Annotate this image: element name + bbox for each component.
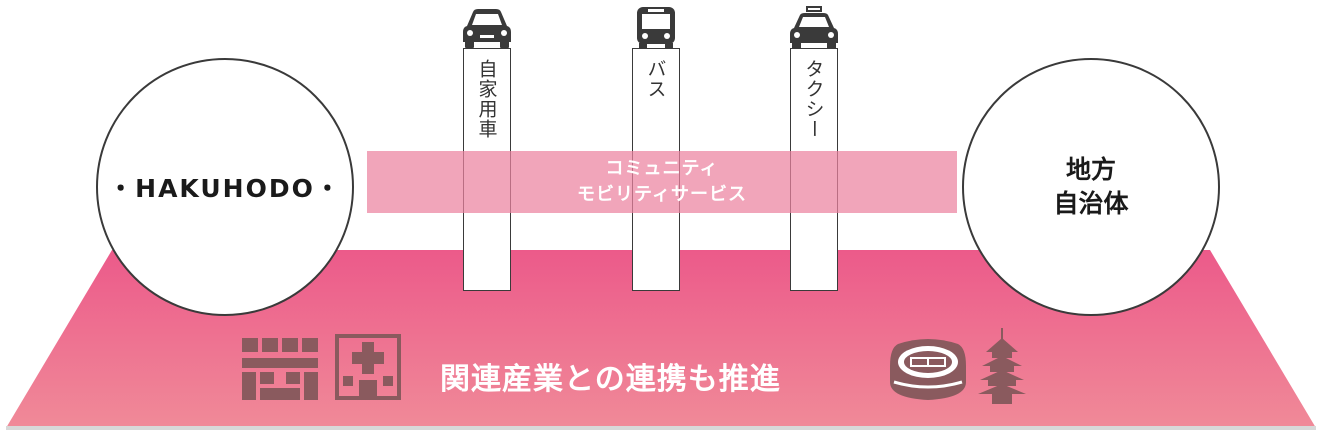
local-government-circle: 地方 自治体 bbox=[962, 58, 1220, 316]
local-government-label: 地方 自治体 bbox=[1053, 155, 1129, 218]
hospital-icon bbox=[335, 334, 401, 400]
hakuhodo-logo: ・HAKUHODO・ bbox=[108, 174, 342, 203]
pillar-label-bus: バス bbox=[644, 59, 667, 99]
pillar-label-private-car: 自家用車 bbox=[475, 59, 498, 139]
band-line-2: モビリティサービス bbox=[577, 184, 747, 205]
pillar-label-taxi: タクシー bbox=[802, 59, 825, 139]
hakuhodo-circle: ・HAKUHODO・ bbox=[96, 58, 354, 316]
community-mobility-band: コミュニティ モビリティサービス bbox=[367, 151, 957, 213]
taxi-icon bbox=[790, 6, 838, 49]
band-line-1: コミュニティ bbox=[605, 158, 719, 179]
factory-icon bbox=[242, 338, 318, 400]
industry-collaboration-text: 関連産業との連携も推進 bbox=[440, 362, 781, 397]
pagoda-icon bbox=[978, 328, 1026, 404]
car-icon bbox=[463, 9, 511, 48]
bus-icon bbox=[637, 7, 675, 49]
stadium-icon bbox=[890, 339, 966, 400]
